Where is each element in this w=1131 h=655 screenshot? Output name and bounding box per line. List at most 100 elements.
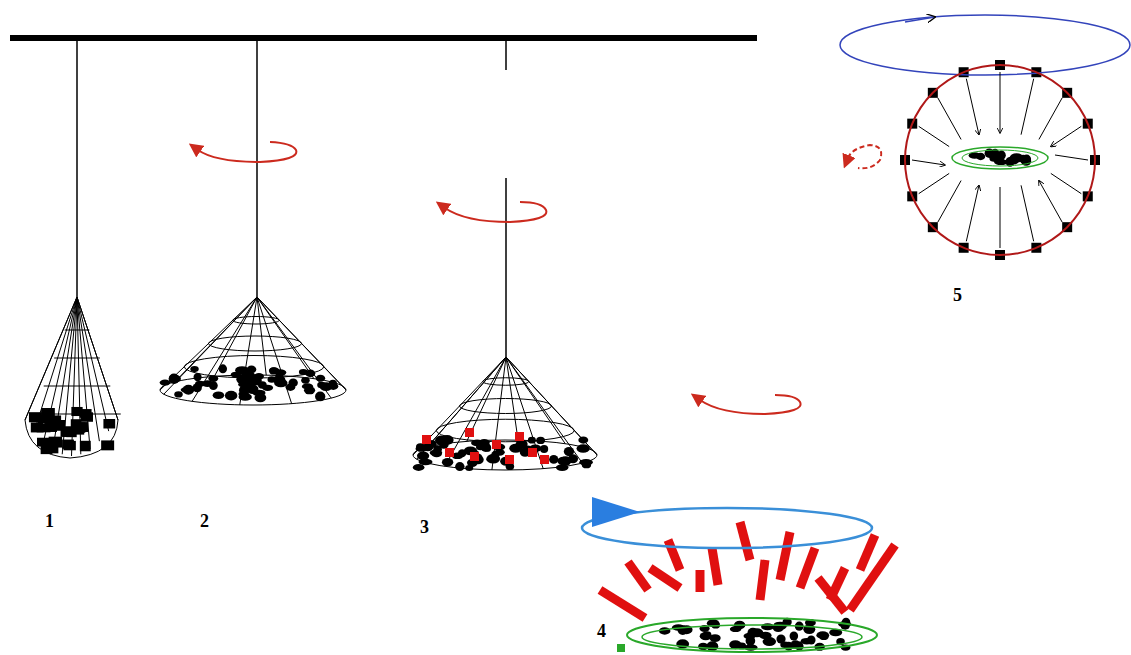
stone	[578, 436, 588, 443]
stone	[288, 379, 297, 388]
stone	[315, 392, 325, 402]
net-bag	[25, 297, 121, 458]
stone	[254, 393, 266, 402]
callout-number: 1	[45, 512, 54, 530]
stone	[536, 437, 545, 444]
net-ring	[209, 336, 302, 351]
string	[76, 38, 78, 297]
red-piece	[422, 435, 431, 444]
string	[505, 38, 507, 70]
net-ring	[460, 399, 552, 414]
stone	[44, 422, 57, 432]
red-stick	[740, 522, 750, 560]
stone	[219, 364, 227, 373]
inner-ellipse	[962, 150, 1038, 166]
stone	[784, 642, 793, 651]
inward-line	[919, 173, 949, 193]
stone	[213, 391, 225, 399]
stone	[557, 457, 569, 465]
stone	[160, 380, 171, 386]
stone	[64, 441, 76, 450]
stone	[80, 441, 91, 451]
stone	[101, 440, 114, 450]
stone	[706, 644, 717, 651]
stone	[241, 369, 252, 376]
net-ring	[233, 317, 280, 325]
stone	[238, 391, 249, 397]
red-piece	[528, 448, 537, 457]
stone	[71, 407, 82, 416]
stone	[225, 391, 238, 401]
red-stick	[650, 568, 680, 588]
inward-line	[1021, 185, 1034, 241]
red-piece	[515, 432, 524, 441]
red-stick	[696, 570, 705, 592]
stone	[549, 455, 558, 464]
inward-line	[912, 160, 945, 165]
stone	[790, 631, 799, 640]
inward-line	[1051, 173, 1081, 193]
red-stick	[818, 578, 845, 612]
red-piece	[492, 440, 501, 449]
base-ellipse	[642, 625, 862, 649]
stone	[495, 449, 505, 456]
stone	[262, 385, 273, 391]
inward-line	[1000, 72, 1001, 133]
stone	[29, 412, 42, 422]
stone	[174, 391, 182, 397]
net-ring	[483, 378, 529, 386]
inward-line	[966, 79, 979, 135]
callout-number: 5	[953, 286, 962, 304]
stone	[761, 623, 774, 630]
red-stick	[800, 548, 815, 588]
inward-line	[1000, 187, 1001, 248]
rotation-circle	[905, 65, 1095, 255]
stone	[528, 437, 536, 444]
support-bar	[10, 35, 757, 41]
stone	[31, 422, 44, 432]
stone	[1022, 155, 1031, 164]
stone	[455, 462, 464, 471]
callout-number: 3	[420, 518, 429, 536]
red-piece	[505, 455, 514, 464]
net-strand	[65, 330, 90, 331]
stone	[268, 376, 277, 383]
stone	[37, 438, 51, 447]
inward-line	[919, 126, 949, 146]
red-piece	[540, 455, 549, 464]
red-stick	[600, 590, 645, 618]
stone	[486, 456, 499, 462]
stone	[183, 385, 195, 395]
stone	[74, 424, 84, 435]
stone	[509, 444, 522, 453]
string	[505, 178, 507, 357]
stone	[202, 380, 213, 387]
stone	[582, 462, 591, 469]
string	[256, 38, 258, 297]
stone	[564, 447, 574, 456]
stone	[465, 465, 473, 471]
stone	[302, 383, 313, 389]
stone	[430, 450, 443, 456]
red-piece	[465, 428, 474, 437]
net-ring	[436, 419, 574, 442]
net-strand	[44, 386, 111, 387]
inward-line	[938, 98, 961, 140]
stone	[795, 642, 803, 651]
stone	[194, 373, 202, 381]
red-stick	[780, 532, 790, 580]
stone	[439, 441, 449, 449]
inward-line	[1051, 126, 1081, 146]
stone	[190, 366, 198, 372]
stone	[417, 451, 429, 460]
inner-ellipse	[952, 147, 1048, 169]
rotation-arrows	[198, 142, 881, 414]
inward-line	[1039, 181, 1062, 223]
stone	[103, 419, 115, 428]
inward-line	[1055, 155, 1088, 160]
stone	[238, 381, 251, 387]
net-bag	[413, 357, 597, 470]
inward-line	[1021, 79, 1034, 135]
red-stick	[668, 540, 680, 570]
